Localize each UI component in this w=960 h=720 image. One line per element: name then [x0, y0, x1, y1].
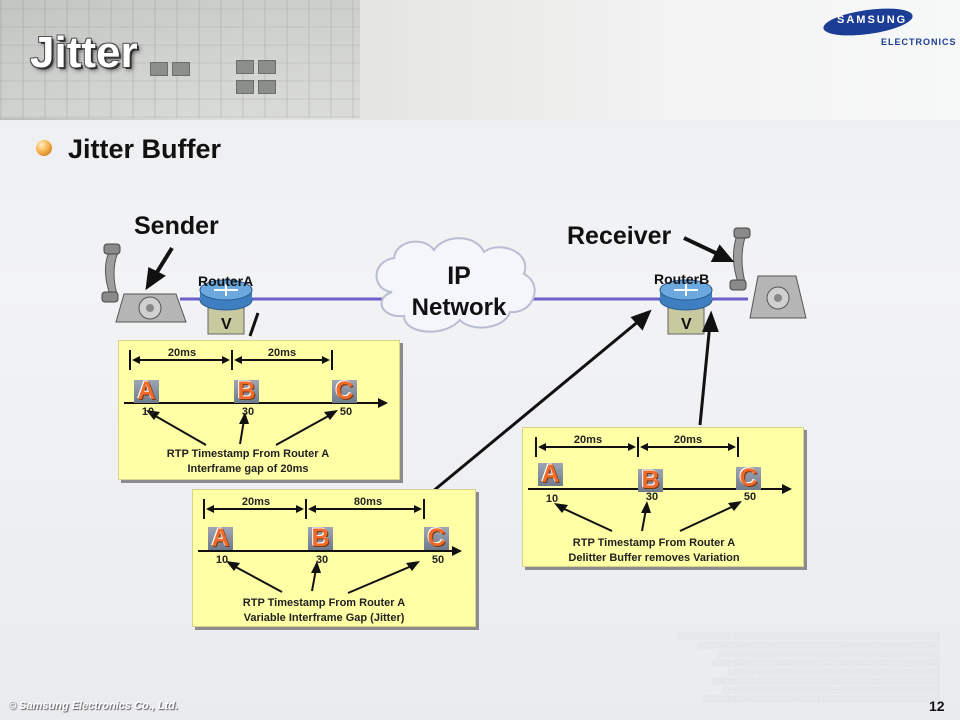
timestamp-value: 50	[743, 491, 757, 503]
port-icon	[172, 62, 190, 76]
router-a-label: RouterA	[198, 273, 254, 289]
packet-a: A	[208, 526, 233, 551]
caption-line-1: RTP Timestamp From Router A	[166, 448, 330, 460]
header-band	[0, 0, 960, 120]
panel-background	[118, 340, 400, 480]
caption-line-2: Delitter Buffer removes Variation	[568, 552, 740, 564]
section-heading: Jitter Buffer	[68, 134, 222, 164]
port-icon	[150, 62, 168, 76]
samsung-logo: SAMSUNG ELECTRONICS	[821, 3, 956, 50]
hardware-background-image	[0, 0, 360, 118]
packet-a: A	[134, 379, 159, 404]
cloud-label-ip: IP	[447, 262, 471, 290]
port-icon	[258, 80, 276, 94]
router-a-voice-tag: V	[221, 316, 232, 333]
packet-b: B	[308, 526, 333, 551]
router-b-icon	[659, 279, 713, 335]
caption-line-1: RTP Timestamp From Router A	[242, 597, 406, 609]
interval-label: 20ms	[573, 434, 603, 446]
timestamp-value: 30	[241, 406, 255, 418]
interval-label: 20ms	[673, 434, 703, 446]
bullet-icon	[36, 140, 52, 156]
receiver-timing-panel: 20ms 20ms A B C 10 30 50 RTP Timestamp F…	[522, 427, 804, 567]
packet-c: C	[332, 379, 357, 404]
interval-label: 20ms	[167, 347, 197, 359]
receiver-phone-icon	[729, 227, 807, 319]
caption-line-2: Interframe gap of 20ms	[187, 463, 309, 475]
timestamp-value: 10	[141, 406, 155, 418]
copyright-footer: © Samsung Electronics Co., Ltd.	[8, 700, 179, 712]
timestamp-value: 10	[545, 493, 559, 505]
port-icon	[236, 60, 254, 74]
router-b-voice-tag: V	[681, 316, 692, 333]
port-icon	[258, 60, 276, 74]
sender-timing-panel: 20ms 20ms A B C 10 30 50 RTP Timestamp F…	[118, 340, 400, 480]
timestamp-value: 10	[215, 554, 229, 566]
sender-phone-icon	[101, 243, 187, 323]
decorative-background-text: ░░░░░░░░░░░░░░░░░░░░░░░░░░░░░░░░░░░░░░░░…	[677, 633, 940, 703]
packet-c: C	[736, 466, 761, 491]
receiver-label: Receiver	[567, 222, 672, 250]
network-timing-panel: 20ms 80ms A B C 10 30 50 RTP Timestamp F…	[192, 489, 476, 627]
interval-label: 20ms	[267, 347, 297, 359]
timing-lines	[198, 499, 462, 594]
interval-label: 20ms	[241, 496, 271, 508]
panel-background	[522, 427, 804, 567]
interval-label: 80ms	[353, 496, 383, 508]
ip-network-cloud-icon	[375, 237, 536, 333]
timestamp-value: 50	[431, 554, 445, 566]
timing-lines	[124, 350, 388, 446]
caption-line-2: Variable Interframe Gap (Jitter)	[243, 612, 405, 624]
sender-label: Sender	[134, 212, 219, 240]
caption-line-1: RTP Timestamp From Router A	[572, 537, 736, 549]
timestamp-value: 30	[315, 554, 329, 566]
router-a-icon	[199, 279, 253, 335]
packet-c: C	[424, 526, 449, 551]
timestamp-value: 50	[339, 406, 353, 418]
packet-b: B	[234, 379, 259, 404]
router-b-label: RouterB	[654, 271, 710, 287]
timestamp-value: 30	[645, 491, 659, 503]
logo-word: SAMSUNG	[837, 14, 908, 26]
page-number: 12	[929, 698, 945, 714]
panel-background	[192, 489, 476, 627]
port-icon	[236, 80, 254, 94]
logo-subtext: ELECTRONICS	[881, 37, 957, 47]
packet-a: A	[538, 462, 563, 487]
callout-arrows	[145, 236, 735, 494]
page-title: Jitter	[30, 28, 138, 77]
cloud-label-network: Network	[411, 294, 507, 321]
packet-b: B	[638, 468, 663, 493]
